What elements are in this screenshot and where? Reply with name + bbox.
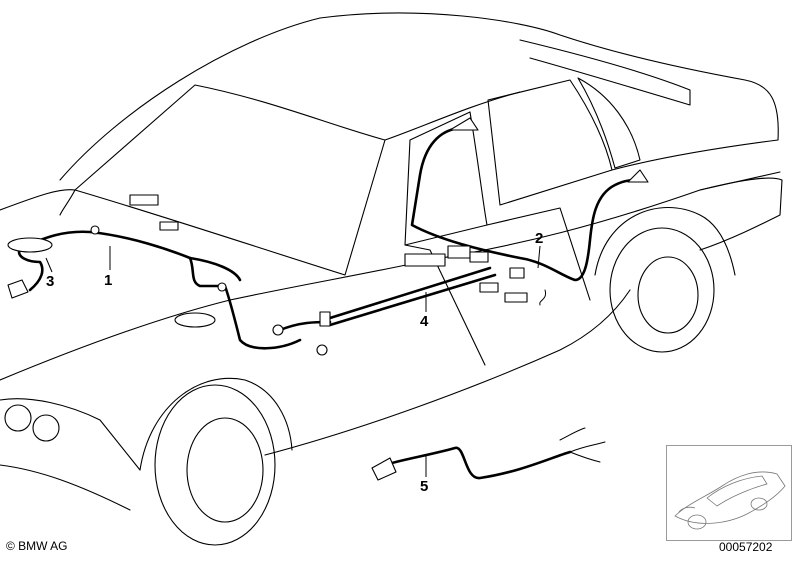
copyright-label: © BMW AG xyxy=(6,539,68,553)
drawing-number: 00057202 xyxy=(719,540,773,554)
front-wheel xyxy=(154,384,276,546)
front-wheel-arch xyxy=(139,377,293,471)
door-cut-1 xyxy=(404,244,486,366)
module-center-6 xyxy=(504,292,528,303)
connector-harness-5 xyxy=(371,457,397,481)
rear-wheel xyxy=(609,227,715,353)
callout-4: 4 xyxy=(420,313,429,330)
dome-light-rear xyxy=(627,169,649,183)
bumper-line xyxy=(0,464,131,511)
rear-door-window xyxy=(487,79,613,206)
harness-5-end-wire-3 xyxy=(559,427,586,441)
grommet-1 xyxy=(90,225,100,235)
overview-car-icon xyxy=(674,471,786,530)
belt-line xyxy=(384,91,521,141)
module-center-5 xyxy=(479,282,499,293)
rocker-line xyxy=(264,289,631,456)
grommet-2 xyxy=(217,282,227,292)
front-wheel-hub xyxy=(186,417,264,523)
dashboard xyxy=(59,189,76,216)
speaker-center xyxy=(174,312,216,328)
hood-line xyxy=(0,189,76,211)
headlight-1 xyxy=(4,404,32,432)
c-pillar xyxy=(611,139,779,171)
connector-harness-3 xyxy=(7,279,29,299)
harness-3 xyxy=(17,246,44,292)
module-dash-1 xyxy=(129,194,159,206)
module-center-3 xyxy=(469,251,489,263)
harness-4a xyxy=(328,266,492,320)
module-center-2 xyxy=(447,245,471,259)
harness-4b xyxy=(328,273,497,327)
callout-5: 5 xyxy=(420,478,429,495)
leader-3 xyxy=(45,257,53,273)
dome-light-front xyxy=(449,117,479,131)
harness-5-end-wire-1 xyxy=(569,441,606,453)
callout-3: 3 xyxy=(46,273,55,290)
rear-quarter-window xyxy=(577,77,641,169)
connector-harness-1-end xyxy=(316,344,328,356)
harness-5 xyxy=(383,446,572,480)
front-fascia xyxy=(0,398,141,471)
harness-5-end-wire-2 xyxy=(569,451,601,463)
callout-1: 1 xyxy=(104,272,113,289)
rear-wheel-arch xyxy=(594,206,736,276)
overview-thumbnail xyxy=(666,445,792,541)
connector-harness-4 xyxy=(272,324,284,336)
harness-1-branch xyxy=(188,256,242,282)
harness-1 xyxy=(18,230,302,350)
rear-wheel-hub xyxy=(637,256,699,334)
door-cut-2 xyxy=(486,207,591,301)
harness-2-ground-lead xyxy=(539,289,547,306)
leader-2 xyxy=(537,245,541,269)
module-center-1 xyxy=(404,253,446,267)
module-center-4 xyxy=(509,267,525,279)
trunk-spoiler xyxy=(519,39,691,106)
rear-bumper xyxy=(699,177,783,251)
hood-edge xyxy=(0,171,781,381)
windshield xyxy=(74,84,386,276)
speaker-left xyxy=(7,237,53,253)
roof-line xyxy=(59,12,779,181)
connector-4-end xyxy=(319,311,331,327)
headlight-2 xyxy=(32,414,60,442)
module-dash-2 xyxy=(159,221,179,231)
callout-2: 2 xyxy=(535,230,544,247)
